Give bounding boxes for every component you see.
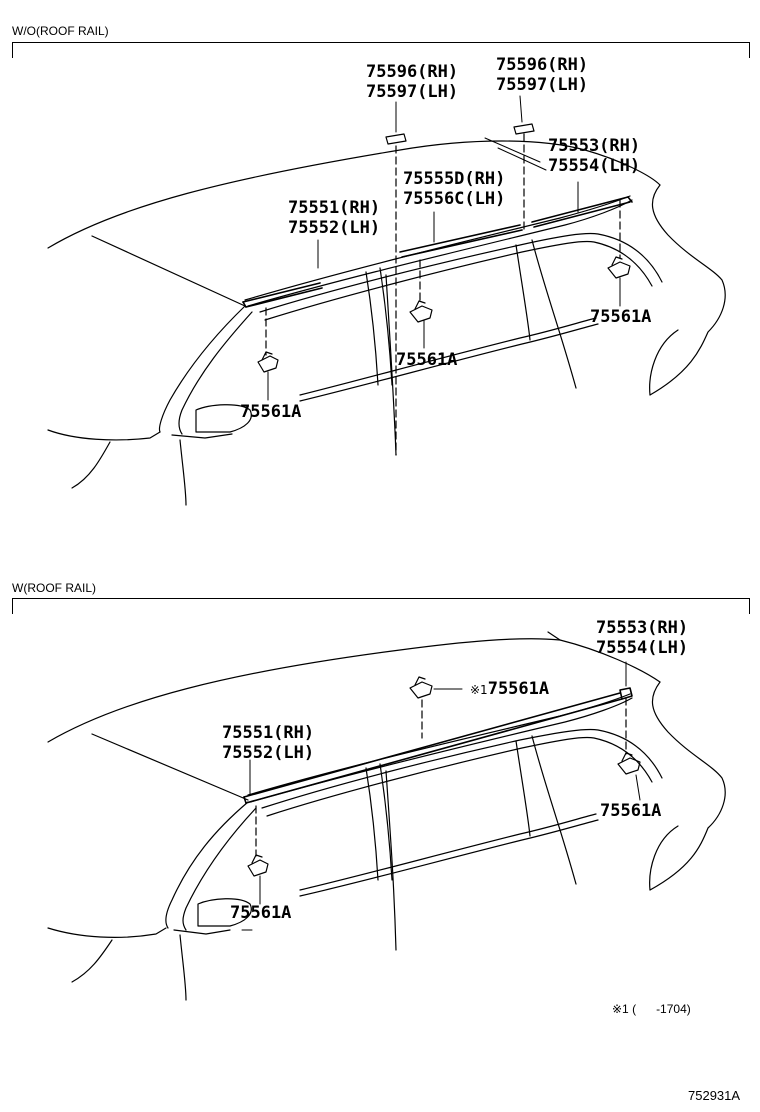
footnote-mark: ※1 — [470, 683, 488, 697]
vehicle-body-top — [47, 140, 726, 506]
callout-label: 75561A — [396, 350, 458, 370]
leader-lines-bottom — [241, 661, 641, 931]
roof-drip-molding-bottom — [243, 687, 633, 804]
vehicle-body-bottom — [47, 631, 726, 1001]
section-frame-left — [12, 42, 13, 58]
callout-label: 75553(RH)75554(LH) — [548, 136, 641, 176]
callout-label: 75555D(RH)75556C(LH) — [403, 169, 506, 209]
figure-number: 752931A — [688, 1088, 741, 1103]
callout-label: 75561A — [230, 903, 292, 923]
callout-label: 75553(RH)75554(LH) — [596, 618, 689, 658]
callout-label: 75561A — [590, 307, 652, 327]
roof-drip-molding-top — [242, 196, 633, 308]
section-frame-right-2 — [749, 598, 750, 614]
molding-clip-top-set — [385, 123, 535, 145]
callout-label: 75596(RH)75597(LH) — [366, 62, 459, 102]
section-frame-right — [749, 42, 750, 58]
callout-label: 75561A — [600, 801, 662, 821]
footnote: ※1 ( -1704) — [612, 1002, 691, 1016]
retainer-clip-bottom-set — [247, 676, 641, 877]
section-label-without-roof-rail: W/O(ROOF RAIL) — [12, 24, 109, 38]
leader-lines-top — [267, 95, 621, 401]
callout-label: 75561A — [240, 402, 302, 422]
callout-label: 75596(RH)75597(LH) — [496, 55, 589, 95]
section-frame-top — [12, 42, 750, 43]
install-guide-lines-top — [265, 133, 621, 456]
install-guide-lines-bottom — [255, 697, 627, 857]
callout-label: 75551(RH)75552(LH) — [288, 198, 381, 238]
section-frame-top-2 — [12, 598, 750, 599]
callout-label: 75551(RH)75552(LH) — [222, 723, 315, 763]
section-label-with-roof-rail: W(ROOF RAIL) — [12, 581, 96, 595]
callout-label: ※175561A — [470, 679, 550, 699]
section-frame-left-2 — [12, 598, 13, 614]
